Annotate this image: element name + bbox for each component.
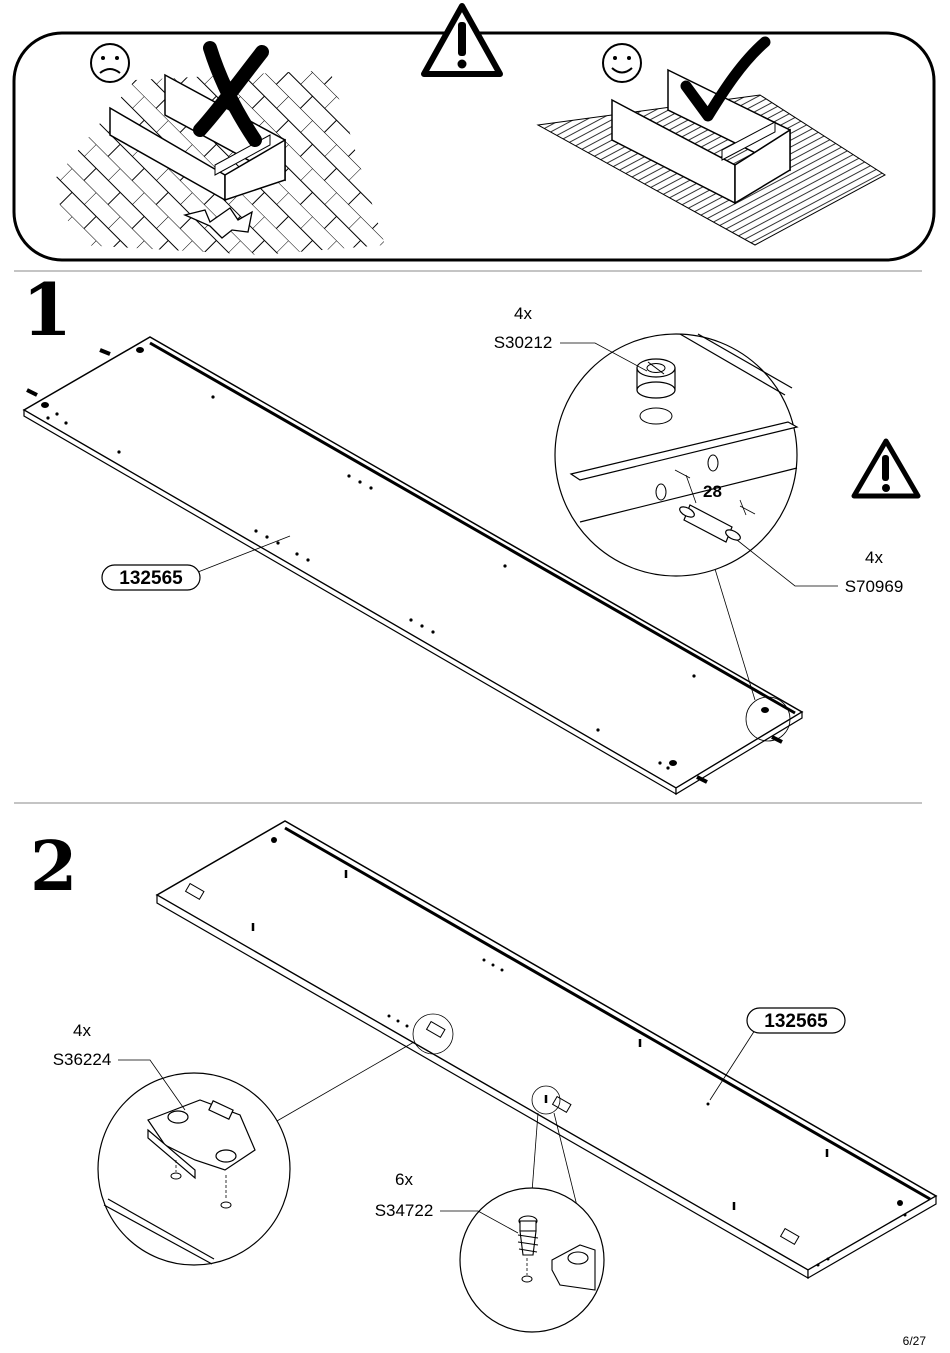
cross-mark-icon: [193, 41, 269, 147]
warning-icon: [421, 3, 503, 77]
check-mark-icon: [680, 36, 771, 122]
step-2: 2: [30, 820, 938, 1333]
part-number: 132565: [764, 1011, 828, 1032]
warning-icon: [851, 438, 921, 499]
warning-panel: [12, 3, 936, 262]
panel-132565-step1: [22, 336, 804, 796]
detail-callout-step1: 28: [554, 333, 799, 742]
dimension-label: 28: [703, 482, 722, 501]
screw-markers: [251, 870, 829, 1210]
part-label-badge: [101, 564, 201, 591]
dowel-icon: [679, 504, 741, 543]
detail-callout-hinge: [97, 1013, 454, 1266]
quantity-label: 6x: [395, 1170, 413, 1189]
panel-132565-step2: [155, 820, 938, 1280]
part-label-badge: [746, 1007, 846, 1034]
step-number: 2: [30, 827, 77, 907]
part-code-label: S36224: [53, 1050, 112, 1069]
hinge-plate-markers: [184, 882, 800, 1246]
mounting-plate-icon: [551, 1244, 596, 1291]
page-number: 6/27: [903, 1334, 927, 1348]
cam-lock-icon: [636, 358, 676, 399]
sad-face-icon: [90, 43, 130, 83]
part-number: 132565: [119, 568, 183, 589]
quantity-label: 4x: [865, 548, 883, 567]
part-code-label: S34722: [375, 1201, 434, 1220]
happy-face-icon: [602, 43, 642, 83]
step-number: 1: [22, 267, 72, 352]
detail-callout-screw: [459, 1085, 605, 1333]
quantity-label: 4x: [73, 1021, 91, 1040]
part-code-label: S30212: [494, 333, 553, 352]
quantity-label: 4x: [514, 304, 532, 323]
part-code-label: S70969: [845, 577, 904, 596]
step-1: 1: [22, 267, 921, 796]
hard-floor-illustration: [50, 70, 385, 255]
mounting-plate-icon: [147, 1099, 256, 1180]
euro-screw-icon: [517, 1215, 539, 1256]
